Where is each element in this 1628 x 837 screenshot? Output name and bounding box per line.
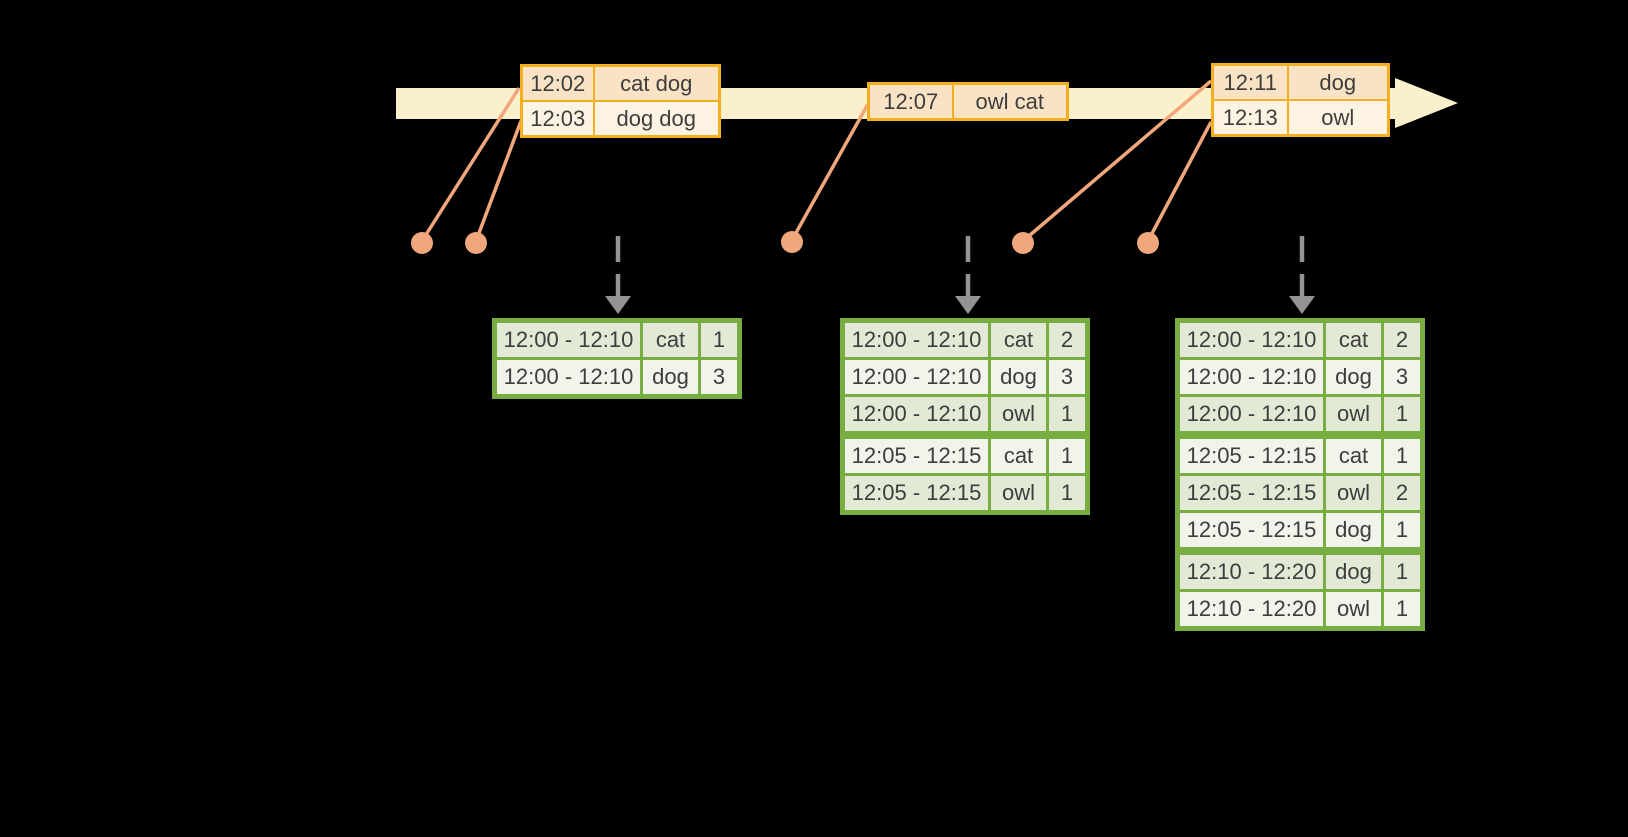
count-cell: 2 [1046, 319, 1089, 360]
table-row: 12:05 - 12:15 dog 1 [1176, 510, 1424, 553]
count-cell: 1 [698, 319, 741, 360]
window-cell: 12:00 - 12:10 [841, 319, 991, 360]
count-cell: 1 [1381, 431, 1424, 476]
window-cell: 12:00 - 12:10 [1176, 357, 1326, 397]
event-time-cell: 12:07 [867, 82, 954, 121]
table-row: 12:10 - 12:20 dog 1 [1176, 547, 1424, 592]
count-cell: 3 [1381, 357, 1424, 397]
word-cell: cat [1323, 431, 1384, 476]
timeline-arrowhead-icon [1395, 78, 1458, 128]
event-marker-dot [1137, 232, 1159, 254]
table-row: 12:10 - 12:20 owl 1 [1176, 589, 1424, 630]
word-cell: dog [988, 357, 1049, 397]
count-cell: 1 [1046, 394, 1089, 437]
count-cell: 1 [1381, 510, 1424, 553]
word-cell: owl [1323, 473, 1384, 513]
count-cell: 1 [1046, 473, 1089, 514]
event-connector-line [1146, 121, 1213, 242]
word-cell: dog [1323, 510, 1384, 553]
event-connector-line [1021, 79, 1213, 243]
event-connector-line [474, 120, 523, 242]
word-cell: owl [988, 473, 1049, 514]
table-row: 12:05 - 12:15 owl 2 [1176, 473, 1424, 513]
event-time-cell: 12:13 [1211, 99, 1289, 137]
count-cell: 2 [1381, 473, 1424, 513]
window-cell: 12:00 - 12:10 [493, 319, 643, 360]
word-cell: owl [1323, 394, 1384, 437]
event-time-cell: 12:02 [520, 64, 595, 102]
input-events-table-1: 12:02 cat dog 12:03 dog dog [520, 64, 721, 138]
window-cell: 12:10 - 12:20 [1176, 547, 1326, 592]
table-row: 12:05 - 12:15 owl 1 [841, 473, 1089, 514]
event-words-cell: dog [1286, 63, 1390, 101]
window-cell: 12:05 - 12:15 [841, 431, 991, 476]
window-cell: 12:00 - 12:10 [841, 357, 991, 397]
input-events-table-3: 12:11 dog 12:13 owl [1211, 63, 1390, 137]
event-time-cell: 12:11 [1211, 63, 1289, 101]
input-events-table-2: 12:07 owl cat [867, 82, 1069, 121]
count-cell: 2 [1381, 319, 1424, 360]
window-cell: 12:00 - 12:10 [493, 357, 643, 398]
window-cell: 12:05 - 12:15 [841, 473, 991, 514]
count-cell: 1 [1381, 589, 1424, 630]
window-cell: 12:00 - 12:10 [1176, 319, 1326, 360]
event-time-cell: 12:03 [520, 100, 595, 138]
table-row: 12:03 dog dog [520, 100, 721, 138]
event-connector-line [420, 87, 521, 242]
table-row: 12:00 - 12:10 cat 2 [841, 319, 1089, 360]
table-row: 12:07 owl cat [867, 82, 1069, 121]
word-cell: dog [640, 357, 701, 398]
count-cell: 3 [1046, 357, 1089, 397]
event-words-cell: cat dog [592, 64, 721, 102]
event-marker-dot [781, 231, 803, 253]
result-table-3: 12:00 - 12:10 cat 2 12:00 - 12:10 dog 3 … [1175, 318, 1425, 631]
window-cell: 12:05 - 12:15 [1176, 510, 1326, 553]
event-words-cell: dog dog [592, 100, 721, 138]
table-row: 12:00 - 12:10 dog 3 [1176, 357, 1424, 397]
table-row: 12:00 - 12:10 dog 3 [493, 357, 741, 398]
word-cell: cat [1323, 319, 1384, 360]
count-cell: 1 [1381, 394, 1424, 437]
count-cell: 1 [1381, 547, 1424, 592]
table-row: 12:00 - 12:10 owl 1 [1176, 394, 1424, 437]
window-cell: 12:10 - 12:20 [1176, 589, 1326, 630]
word-cell: dog [1323, 547, 1384, 592]
table-row: 12:00 - 12:10 owl 1 [841, 394, 1089, 437]
count-cell: 3 [698, 357, 741, 398]
table-row: 12:11 dog [1211, 63, 1390, 101]
result-table-1: 12:00 - 12:10 cat 1 12:00 - 12:10 dog 3 [492, 318, 742, 399]
table-row: 12:00 - 12:10 dog 3 [841, 357, 1089, 397]
window-cell: 12:00 - 12:10 [1176, 394, 1326, 437]
event-connector-line [790, 103, 870, 241]
table-row: 12:13 owl [1211, 99, 1390, 137]
word-cell: dog [1323, 357, 1384, 397]
event-marker-dot [1012, 232, 1034, 254]
table-row: 12:05 - 12:15 cat 1 [1176, 431, 1424, 476]
trigger-arrow-icon [1289, 236, 1315, 314]
table-row: 12:05 - 12:15 cat 1 [841, 431, 1089, 476]
event-words-cell: owl cat [951, 82, 1069, 121]
window-cell: 12:05 - 12:15 [1176, 473, 1326, 513]
word-cell: owl [1323, 589, 1384, 630]
event-marker-dot [411, 232, 433, 254]
event-marker-dot [465, 232, 487, 254]
word-cell: cat [988, 319, 1049, 360]
trigger-arrow-icon [605, 236, 631, 314]
window-cell: 12:00 - 12:10 [841, 394, 991, 437]
count-cell: 1 [1046, 431, 1089, 476]
table-row: 12:00 - 12:10 cat 2 [1176, 319, 1424, 360]
word-cell: cat [640, 319, 701, 360]
trigger-arrow-icon [955, 236, 981, 314]
window-cell: 12:05 - 12:15 [1176, 431, 1326, 476]
table-row: 12:00 - 12:10 cat 1 [493, 319, 741, 360]
event-words-cell: owl [1286, 99, 1390, 137]
result-table-2: 12:00 - 12:10 cat 2 12:00 - 12:10 dog 3 … [840, 318, 1090, 515]
word-cell: cat [988, 431, 1049, 476]
word-cell: owl [988, 394, 1049, 437]
table-row: 12:02 cat dog [520, 64, 721, 102]
